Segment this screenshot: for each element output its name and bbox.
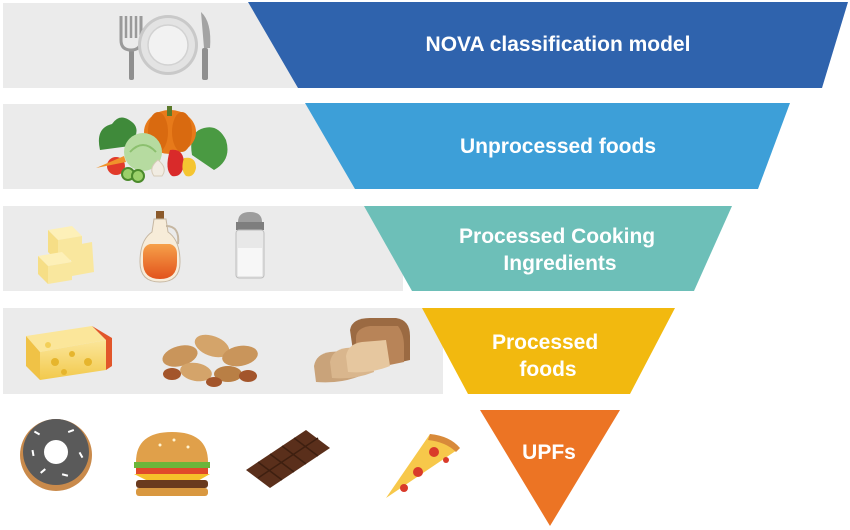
tier-label-upf: UPFs <box>522 441 576 464</box>
burger-icon <box>134 432 210 496</box>
bread-icon <box>314 318 410 383</box>
tier-shape-cooking <box>364 206 732 291</box>
tier-shape-upf <box>480 410 620 526</box>
salt-shaker-icon <box>235 212 265 279</box>
donut-icon <box>20 419 92 491</box>
oil-bottle-icon <box>139 211 181 283</box>
cheese-icon <box>26 326 112 380</box>
tier-shape-nova <box>248 2 848 88</box>
tier-shape-processed <box>422 308 675 394</box>
tier-label-unprocessed: Unprocessed foods <box>460 135 656 158</box>
butter-cubes-icon <box>38 226 94 284</box>
tier-label-nova: NOVA classification model <box>426 33 691 56</box>
chocolate-icon <box>246 430 330 488</box>
vegetables-icon <box>96 106 228 183</box>
peanuts-icon <box>162 334 258 387</box>
tier-label-cooking: Processed Cooking Ingredients <box>459 225 661 275</box>
tier-label-processed: Processed foods <box>492 331 604 381</box>
pizza-icon <box>386 434 460 498</box>
tier-shape-unprocessed <box>305 103 790 189</box>
plate-cutlery-icon <box>119 12 211 80</box>
